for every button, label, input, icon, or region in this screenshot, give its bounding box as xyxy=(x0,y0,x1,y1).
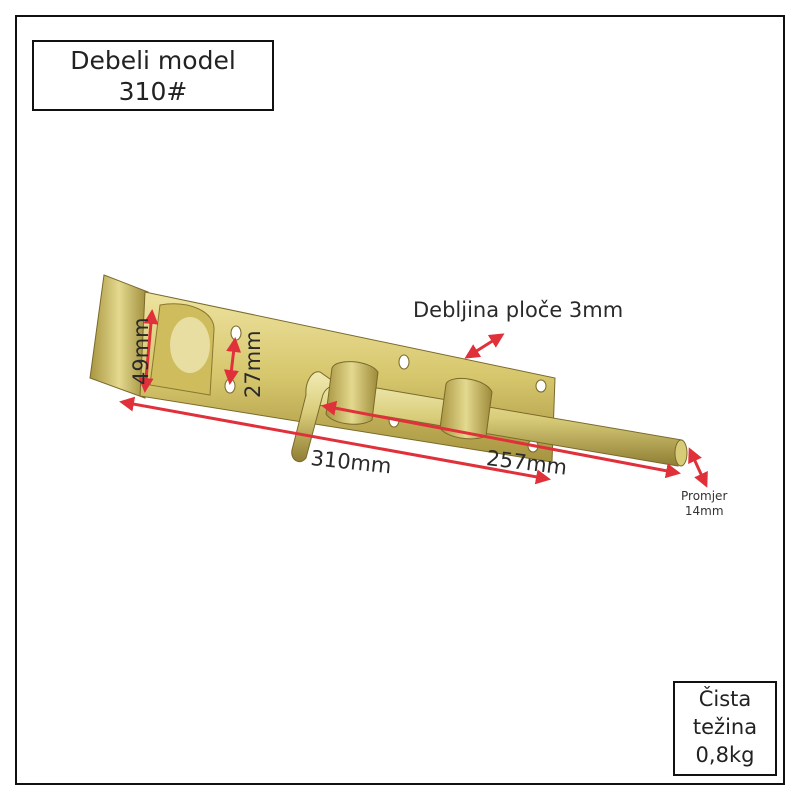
net-weight-box: Čista težina 0,8kg xyxy=(673,681,777,776)
arrow-diameter xyxy=(688,447,708,488)
arrow-49mm xyxy=(138,309,159,393)
diameter-label: Promjer 14mm xyxy=(681,489,727,519)
weight-value: 0,8kg xyxy=(695,743,755,767)
dimension-arrows xyxy=(119,309,708,488)
plate-thickness-label: Debljina ploče 3mm xyxy=(413,298,624,322)
hole-spacing-label: 27mm xyxy=(241,330,265,398)
diameter-caption: Promjer xyxy=(681,489,728,503)
arrow-27mm xyxy=(223,337,242,385)
arrow-257mm xyxy=(321,400,681,479)
model-name: Debeli model xyxy=(70,46,236,75)
weight-caption-line2: težina xyxy=(692,715,758,739)
arrow-thickness xyxy=(464,333,505,359)
model-number: 310# xyxy=(118,77,188,106)
mount-hole xyxy=(230,325,242,341)
model-label-box: Debeli model 310# xyxy=(32,40,274,111)
outer-frame xyxy=(15,15,785,785)
plate-height-label: 49mm xyxy=(129,317,153,385)
weight-caption-line1: Čista xyxy=(698,687,752,711)
mount-hole xyxy=(535,379,547,393)
diameter-value: 14mm xyxy=(684,504,724,518)
mount-hole xyxy=(398,354,410,370)
